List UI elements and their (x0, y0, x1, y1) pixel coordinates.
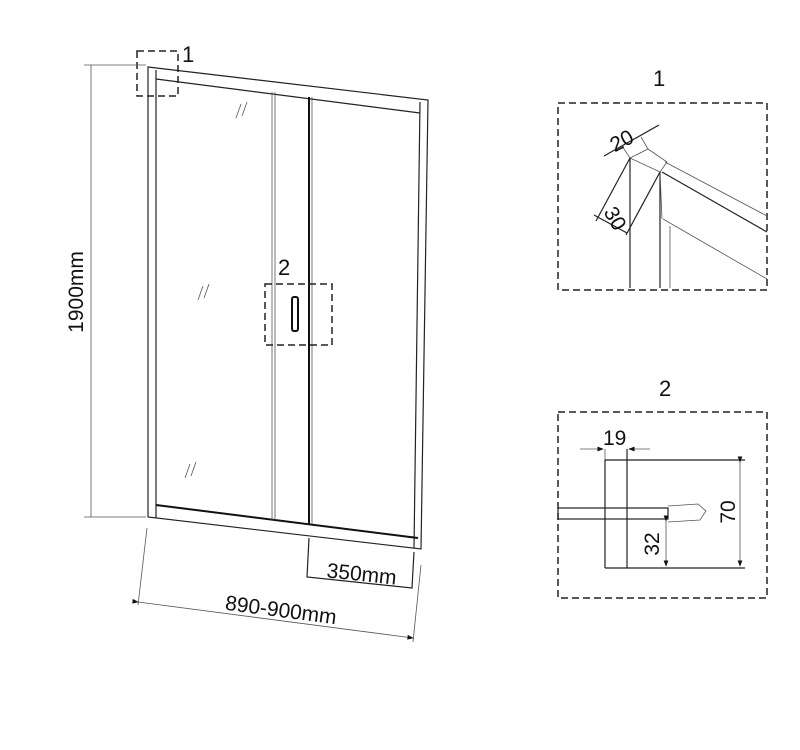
handle-height-label: 70 (717, 500, 740, 523)
door-outer-frame (147, 66, 429, 550)
handle-width-label: 19 (603, 427, 626, 450)
width-label: 890-900mm (224, 592, 338, 629)
detail-1-title: 1 (653, 66, 665, 91)
handle-offset-label: 32 (641, 532, 664, 555)
callout-box-2 (264, 283, 333, 346)
detail-1-top-profile: 1 20 30 (557, 66, 768, 291)
right-frame-inner (413, 101, 421, 549)
detail-2-title: 2 (659, 376, 671, 401)
top-rail (155, 78, 421, 114)
door-width-label: 350mm (326, 559, 398, 589)
bottom-rail (155, 504, 419, 539)
glass-reflection-marks (184, 101, 248, 479)
height-dimension: 1900mm (65, 64, 146, 518)
door-handle (291, 296, 299, 332)
callout-label-1: 1 (182, 42, 194, 67)
detail-1-box (557, 102, 768, 291)
detail-2-box (557, 411, 768, 599)
seal-profile (667, 503, 707, 523)
detail-2-handle-profile: 2 19 70 32 (557, 376, 768, 599)
height-label: 1900mm (65, 251, 88, 333)
door-front-view: 1 2 (136, 42, 429, 550)
callout-label-2: 2 (278, 255, 290, 280)
callout-box-1 (136, 50, 179, 97)
glass-panel-section (557, 507, 669, 520)
